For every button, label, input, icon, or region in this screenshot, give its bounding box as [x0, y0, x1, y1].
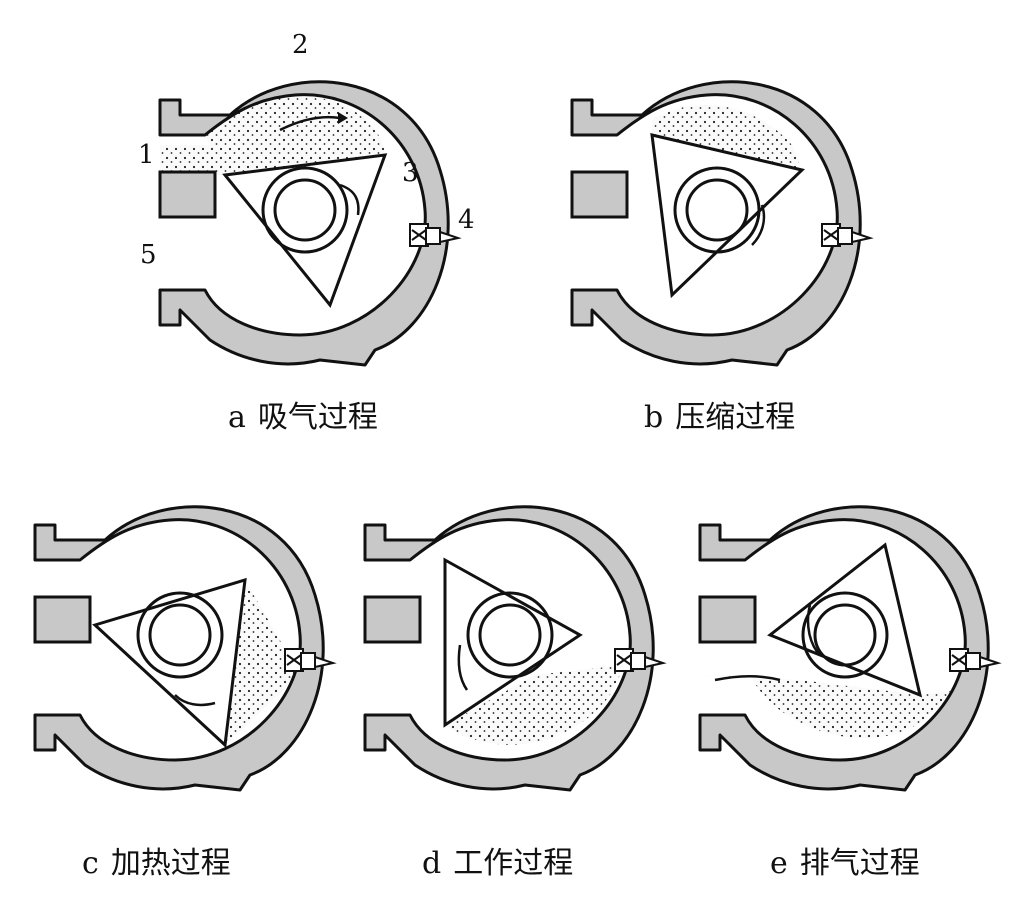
caption-e: e 排气过程	[770, 838, 920, 882]
caption-b-letter: b	[644, 400, 664, 435]
caption-b: b 压缩过程	[644, 392, 795, 436]
callout-1: 1	[138, 140, 155, 170]
caption-e-label: 排气过程	[799, 846, 920, 881]
panel-b-compression	[570, 80, 872, 367]
caption-c: c 加热过程	[82, 838, 231, 882]
caption-b-label: 压缩过程	[675, 400, 796, 435]
caption-d: d 工作过程	[422, 838, 573, 882]
caption-d-letter: d	[422, 846, 442, 881]
panel-e-exhaust	[698, 505, 1000, 792]
callout-2: 2	[292, 30, 309, 60]
callout-4: 4	[458, 205, 475, 235]
caption-c-letter: c	[82, 846, 99, 881]
callout-5: 5	[140, 240, 157, 270]
panel-a-intake	[158, 80, 460, 367]
caption-a-letter: a	[228, 400, 246, 435]
caption-d-label: 工作过程	[453, 846, 574, 881]
panel-d-work	[363, 505, 665, 792]
callout-3: 3	[402, 158, 419, 188]
panel-c-heating	[33, 505, 335, 792]
caption-c-label: 加热过程	[110, 846, 231, 881]
caption-a: a 吸气过程	[228, 392, 378, 436]
caption-e-letter: e	[770, 846, 788, 881]
caption-a-label: 吸气过程	[257, 400, 378, 435]
